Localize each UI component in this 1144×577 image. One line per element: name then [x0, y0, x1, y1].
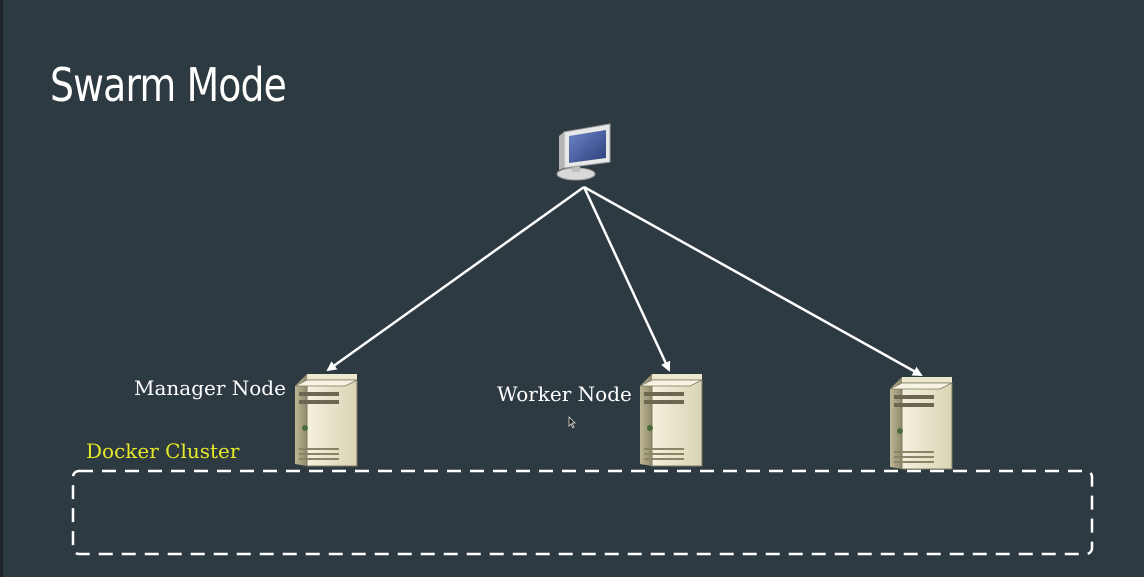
worker-node-server-icon: [639, 374, 703, 467]
worker-node-label: Worker Node: [497, 382, 632, 406]
arrow-to-third-node: [583, 185, 923, 377]
manager-node-server-icon: [294, 374, 358, 467]
mouse-pointer-icon: [568, 416, 576, 429]
docker-cluster-boundary: [71, 469, 1094, 556]
slide-title: Swarm Mode: [50, 58, 287, 112]
slide-edge: [0, 0, 3, 577]
desktop-computer-icon: [556, 123, 611, 181]
docker-cluster-label: Docker Cluster: [86, 439, 240, 463]
arrow-to-manager-node: [326, 185, 585, 372]
manager-node-label: Manager Node: [134, 376, 286, 400]
arrow-to-worker-node: [582, 186, 671, 372]
third-node-server-icon: [889, 377, 953, 470]
